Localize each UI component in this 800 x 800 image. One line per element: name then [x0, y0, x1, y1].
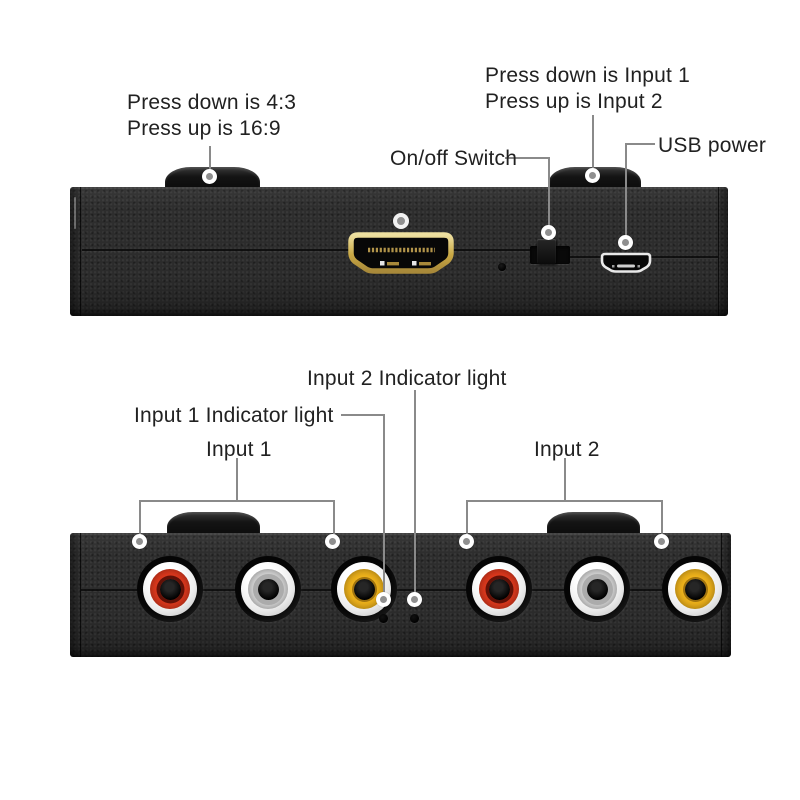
callout-line-input2-led: [414, 390, 417, 594]
callout-line-input1-stem: [236, 458, 239, 502]
rca-hole: [586, 578, 608, 600]
callout-marker-input1-left: [132, 534, 147, 549]
usb-label: USB power: [658, 134, 767, 157]
rca-jack-input2-red: [466, 556, 532, 622]
chassis-edge-highlight: [74, 197, 76, 229]
callout-line-switch-v: [548, 157, 551, 229]
rca-jack-input1-yellow: [331, 556, 397, 622]
rca-color-ring: [479, 569, 519, 609]
ratio-button-label-line1: Press down is 4:3: [127, 91, 297, 114]
input1-led-label: Input 1 Indicator light: [134, 404, 334, 427]
callout-line-input1-right: [332, 500, 335, 536]
rca-hole: [159, 578, 181, 600]
callout-marker-switch: [541, 225, 556, 240]
ratio-button-label-line2: Press up is 16:9: [127, 117, 281, 140]
rca-jack-input1-white: [235, 556, 301, 622]
callout-line-input2-stem: [564, 458, 567, 502]
input1-button-top: [167, 512, 260, 537]
callout-line-input2-bracket: [466, 500, 663, 503]
callout-marker-input1-led: [376, 592, 391, 607]
rca-ring: [668, 562, 722, 616]
callout-marker-ratio-button: [202, 169, 217, 184]
rca-jack-input2-yellow: [662, 556, 728, 622]
input-button-label-line1: Press down is Input 1: [485, 64, 690, 87]
callout-line-input1-bracket: [139, 500, 335, 503]
chassis-seam: [82, 249, 350, 251]
ratio-button-label: Press down is 4:3 Press up is 16:9: [127, 90, 296, 142]
callout-line-input2-left: [466, 500, 469, 536]
callout-marker-input-button: [585, 168, 600, 183]
input-button-label: Press down is Input 1 Press up is Input …: [485, 63, 690, 115]
input1-led-dot: [379, 614, 388, 623]
callout-line-input1-left: [139, 500, 142, 536]
rca-color-ring: [675, 569, 715, 609]
rca-hole: [353, 578, 375, 600]
callout-line-input2-right: [660, 500, 663, 536]
input2-led-label: Input 2 Indicator light: [307, 367, 507, 390]
input2-led-dot: [410, 614, 419, 623]
rca-ring: [472, 562, 526, 616]
callout-line-switch-h: [505, 157, 550, 160]
callout-marker-input2-left: [459, 534, 474, 549]
switch-label: On/off Switch: [390, 147, 518, 170]
input2-label: Input 2: [534, 438, 600, 461]
callout-line-input1-led-v: [382, 414, 385, 594]
hdmi-port: [348, 232, 454, 274]
rca-hole: [257, 578, 279, 600]
rca-ring: [241, 562, 295, 616]
rca-jack-input1-red: [137, 556, 203, 622]
rca-hole: [488, 578, 510, 600]
rca-hole: [684, 578, 706, 600]
converter-front-view: [70, 533, 731, 657]
callout-line-usb-h: [626, 143, 655, 146]
rca-color-ring: [248, 569, 288, 609]
input1-label: Input 1: [206, 438, 272, 461]
pinhole: [498, 263, 506, 271]
input-button-label-line2: Press up is Input 2: [485, 90, 663, 113]
screw: [393, 213, 409, 229]
input2-button-top: [547, 512, 640, 537]
callout-marker-usb: [618, 235, 633, 250]
rca-color-ring: [150, 569, 190, 609]
callout-line-usb-v: [624, 143, 627, 239]
callout-line-input1-led-h: [341, 414, 385, 417]
power-switch-knob: [537, 239, 556, 264]
callout-marker-input2-led: [407, 592, 422, 607]
callout-marker-input2-right: [654, 534, 669, 549]
rca-ring: [143, 562, 197, 616]
chassis-seam: [452, 249, 531, 251]
rca-jack-input2-white: [564, 556, 630, 622]
callout-line-ratio-button: [209, 146, 212, 174]
rca-color-ring: [577, 569, 617, 609]
rca-ring: [570, 562, 624, 616]
chassis-seam: [81, 589, 722, 591]
callout-marker-input1-right: [325, 534, 340, 549]
usb-power-port: [600, 252, 652, 273]
callout-line-input-button: [592, 115, 595, 173]
